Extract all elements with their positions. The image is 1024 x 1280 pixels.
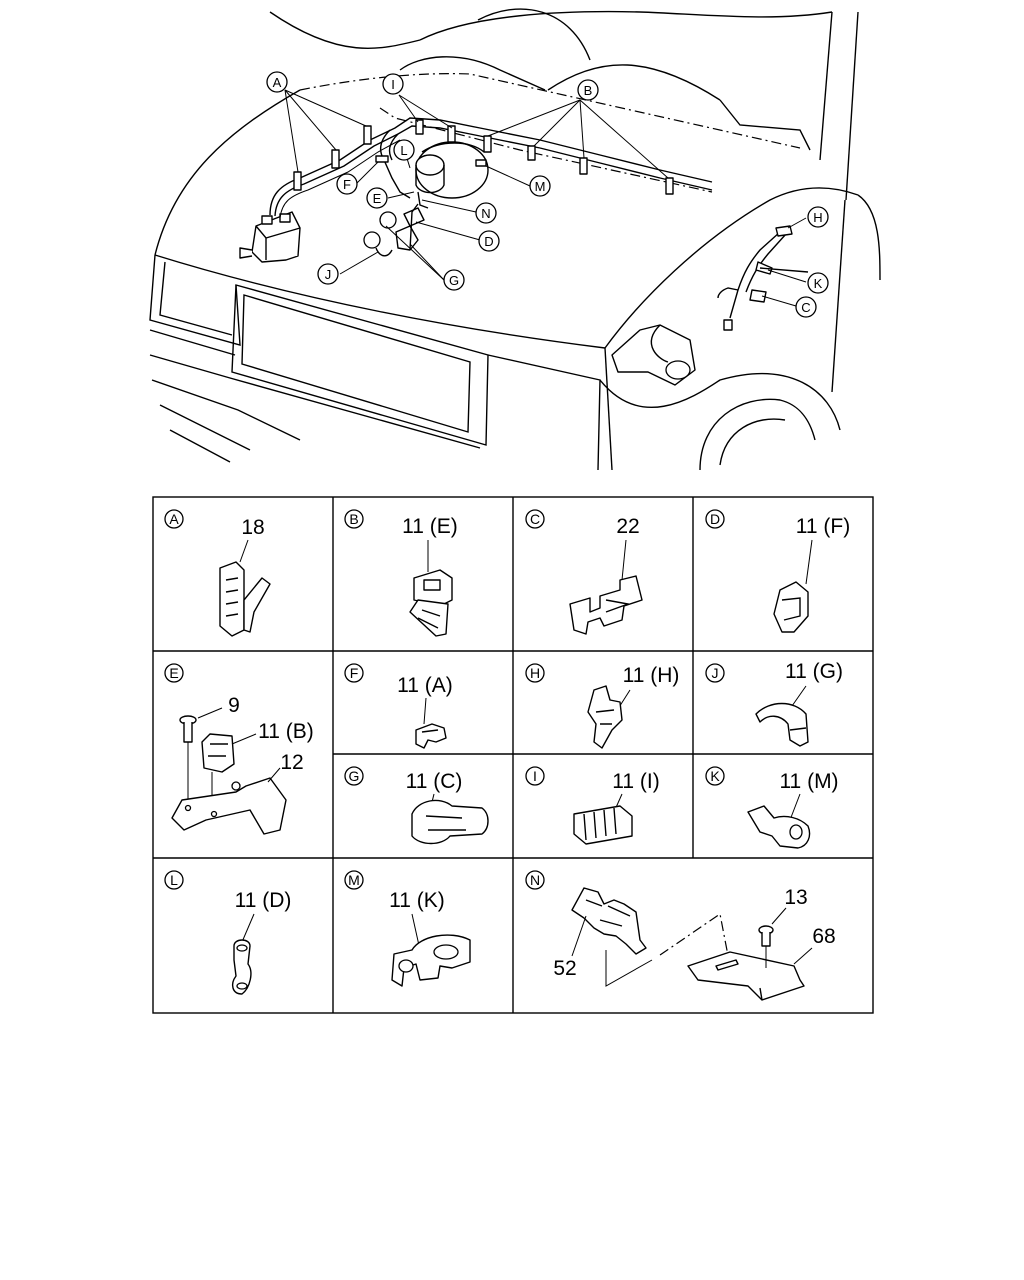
callout-a: A: [266, 71, 288, 93]
cell-m-part-11k: 11 (K): [389, 889, 445, 912]
cell-n-letter: N: [530, 872, 540, 888]
cell-h-part-11h: 11 (H): [623, 664, 680, 687]
cell-l-letter: L: [170, 872, 178, 888]
cell-h-letter: H: [530, 665, 540, 681]
cell-d: D 11 (F): [705, 509, 850, 633]
cell-a: A 18: [164, 509, 271, 637]
cell-b-letter: B: [349, 511, 358, 527]
callout-d: D: [478, 230, 500, 252]
callout-a-label: A: [273, 75, 282, 90]
cell-j-part-11g: 11 (G): [785, 660, 843, 683]
cell-n-part-68: 68: [812, 925, 835, 948]
callout-e: E: [366, 187, 388, 209]
callout-n: N: [475, 202, 497, 224]
callout-e-label: E: [373, 191, 382, 206]
callout-i: I: [382, 73, 404, 95]
callout-l-label: L: [400, 143, 407, 158]
callout-h: H: [807, 206, 829, 228]
cell-g-letter: G: [349, 768, 360, 784]
callout-d-label: D: [484, 234, 493, 249]
cell-g: G 11 (C): [344, 766, 489, 845]
callout-g-label: G: [449, 273, 459, 288]
cell-f-part-11a: 11 (A): [397, 674, 453, 697]
cell-e: E 9 11 (B) 12: [164, 663, 314, 835]
cell-n-part-52: 52: [553, 957, 576, 980]
callout-g: G: [443, 269, 465, 291]
callout-n-label: N: [481, 206, 490, 221]
callout-b-label: B: [584, 83, 593, 98]
cell-e-part-9: 9: [228, 694, 240, 717]
cell-a-letter: A: [169, 511, 179, 527]
cell-m: M 11 (K): [344, 870, 471, 987]
harness-clips: [293, 119, 674, 195]
cell-m-letter: M: [348, 872, 360, 888]
callout-l: L: [393, 139, 415, 161]
callout-k: K: [807, 272, 829, 294]
cell-j: J 11 (G): [705, 660, 843, 747]
cell-j-letter: J: [712, 665, 719, 681]
callout-m-label: M: [535, 179, 546, 194]
callout-h-label: H: [813, 210, 822, 225]
cell-c-part-22: 22: [616, 515, 639, 538]
callout-b: B: [577, 79, 599, 101]
cell-l-part-11d: 11 (D): [235, 889, 292, 912]
cell-k: K 11 (M): [705, 766, 839, 849]
cell-h: H 11 (H): [525, 663, 680, 749]
cell-e-part-11b: 11 (B): [258, 720, 314, 743]
callout-i-label: I: [391, 77, 395, 92]
cell-g-part-11c: 11 (C): [406, 770, 463, 793]
callout-c-label: C: [801, 300, 810, 315]
callout-f-label: F: [343, 177, 351, 192]
callout-j-label: J: [325, 267, 332, 282]
cell-i-letter: I: [533, 768, 537, 784]
leader-lines: [284, 89, 807, 307]
cell-b-part-11e: 11 (E): [402, 515, 458, 538]
callout-j: J: [317, 263, 339, 285]
cell-c-letter: C: [530, 511, 540, 527]
callout-c: C: [795, 296, 817, 318]
cell-d-letter: D: [710, 511, 720, 527]
cell-a-part-18: 18: [241, 516, 264, 539]
parts-grid: [152, 496, 874, 1014]
cell-d-part-11f: 11 (F): [796, 515, 850, 538]
cell-n: N 52 13 68: [525, 870, 836, 1001]
callout-f: F: [336, 173, 358, 195]
cell-n-part-13: 13: [784, 886, 807, 909]
cell-i-part-11i: 11 (I): [612, 770, 659, 793]
cell-e-part-12: 12: [280, 751, 303, 774]
cell-e-letter: E: [169, 665, 178, 681]
cell-f: F 11 (A): [344, 663, 453, 749]
cell-l: L 11 (D): [164, 870, 292, 995]
cell-i: I 11 (I): [525, 766, 660, 845]
cell-k-part-11m: 11 (M): [779, 770, 838, 793]
cell-b: B 11 (E): [344, 509, 458, 637]
callout-k-label: K: [814, 276, 823, 291]
cell-c: C 22: [525, 509, 643, 635]
callout-m: M: [529, 175, 551, 197]
cell-f-letter: F: [350, 665, 359, 681]
vehicle-illustration: A I B L F E M N D G J H K C: [149, 8, 881, 471]
cell-k-letter: K: [710, 768, 720, 784]
